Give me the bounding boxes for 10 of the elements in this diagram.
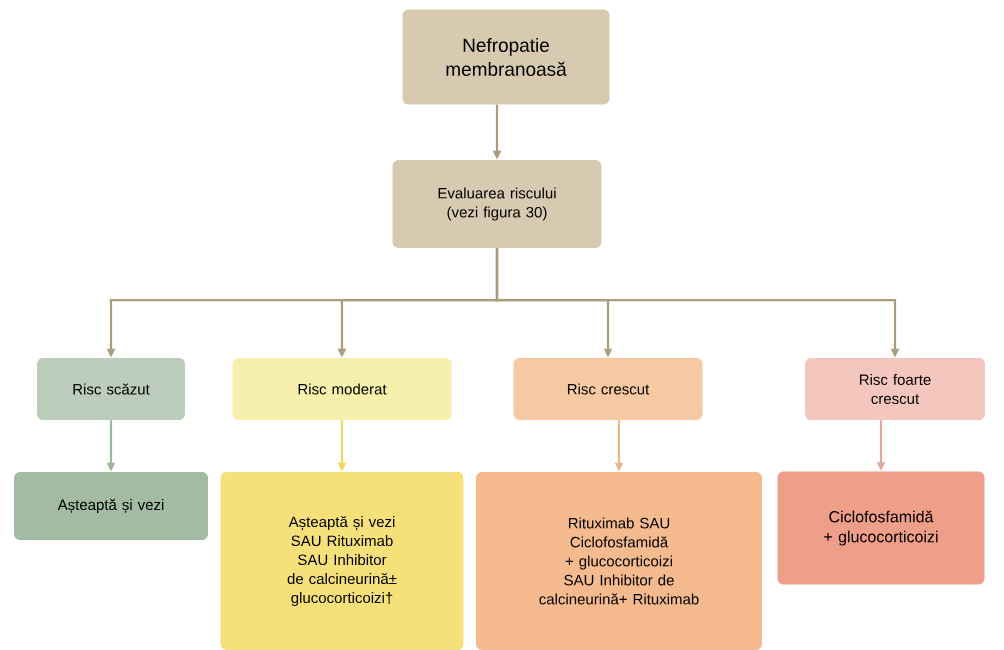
process-box: Risc crescut xyxy=(513,358,703,420)
process-box: Așteaptă și vezi xyxy=(14,472,208,540)
process-box: Risc scăzut xyxy=(37,358,185,420)
process-box: Risc moderat xyxy=(232,358,452,420)
process-box: Așteaptă și vezi SAU Rituximab SAU Inhibitor de calcineurină± glucocorticoizi† xyxy=(220,472,464,650)
process-box: Nefropatie membranoasă xyxy=(402,9,610,105)
process-box: Rituximab SAU Ciclofosfamidă + glucocorticoizi SAU Inhibitor de calcineurină+ Rituximab xyxy=(476,472,762,650)
process-box: Risc foarte crescut xyxy=(805,358,985,420)
process-box: Evaluarea riscului (vezi figura 30) xyxy=(392,160,602,248)
process-box: Ciclofosfamidă + glucocorticoizi xyxy=(777,471,985,585)
